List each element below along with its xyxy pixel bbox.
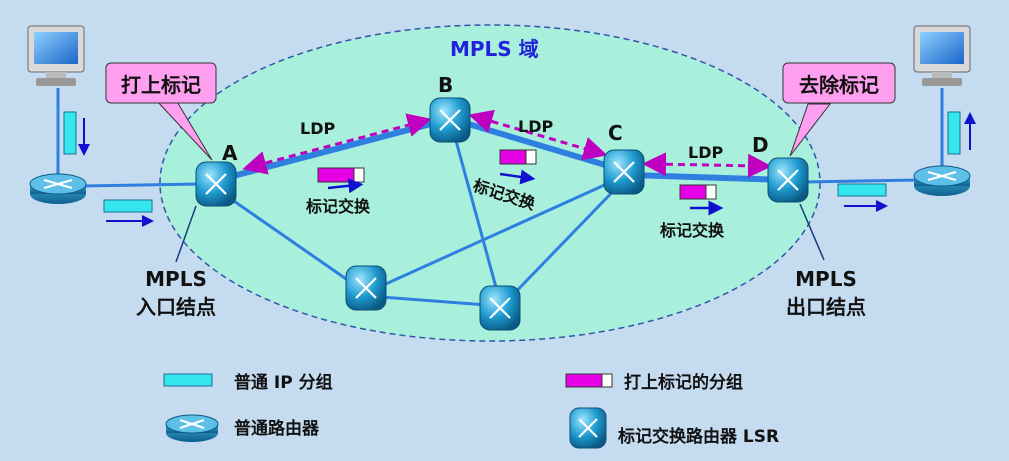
labeled-packet-b-c (499, 149, 537, 185)
link-router-left-a (79, 182, 201, 188)
swap-label-a-b: 标记交换 (305, 197, 371, 216)
egress-label-line1: MPLS (795, 267, 857, 291)
ldp-label-b-c: LDP (518, 117, 553, 136)
ip-packet-left-horizontal (103, 199, 154, 227)
callout-pop-text: 去除标记 (799, 73, 879, 97)
legend-ip-packet-swatch (163, 373, 213, 387)
legend-labeled-packet-swatch (565, 373, 613, 388)
mpls-domain-title: MPLS 域 (450, 37, 539, 61)
ip-packet-right-horizontal (837, 183, 888, 212)
callout-push-box (105, 62, 217, 104)
legend-labeled-packet-label: 打上标记的分组 (624, 372, 743, 393)
legend-router-label: 普通路由器 (234, 418, 320, 439)
router-right-icon (913, 165, 971, 196)
legend-lsr-icon (569, 407, 607, 449)
link-e-c (367, 176, 621, 294)
lsr-e-icon (345, 265, 387, 311)
lsr-b-icon (429, 97, 471, 143)
lsr-c-icon (603, 149, 645, 195)
callout-pop-box (782, 62, 896, 104)
lsr-d-icon (767, 157, 809, 203)
host-right-icon (913, 25, 971, 86)
link-f-c (502, 178, 626, 306)
egress-pointer-line (799, 203, 825, 261)
link-e-f (367, 294, 501, 308)
node-label-d: D (752, 133, 769, 157)
ip-packet-left-vertical (63, 111, 90, 156)
egress-label-line2: 出口结点 (786, 295, 866, 319)
legend-router-icon (165, 414, 219, 442)
ldp-arrow-c-d (642, 152, 772, 178)
router-left-icon (29, 173, 87, 204)
legend-lsr-label: 标记交换路由器 LSR (618, 426, 779, 447)
ldp-label-c-d: LDP (688, 143, 723, 162)
labeled-packet-c-d (679, 184, 724, 216)
node-label-b: B (438, 73, 453, 97)
link-a-e (217, 188, 363, 292)
swap-label-c-d: 标记交换 (659, 221, 725, 240)
lsr-f-icon (479, 285, 521, 331)
ingress-label-line2: 入口结点 (136, 295, 216, 319)
ip-packet-right-vertical (947, 111, 976, 155)
ldp-arrow-b-c (468, 109, 608, 161)
ingress-label-line1: MPLS (145, 267, 207, 291)
legend-ip-packet-label: 普通 IP 分组 (234, 372, 333, 393)
ldp-label-a-b: LDP (300, 119, 335, 138)
labeled-packet-a-b (317, 167, 365, 194)
link-b-f (450, 125, 502, 303)
callout-push-text: 打上标记 (121, 73, 201, 97)
host-left-icon (27, 25, 85, 86)
lsr-a-icon (195, 161, 237, 207)
ldp-arrow-a-b (242, 113, 432, 175)
callout-pop-pointer (789, 103, 832, 157)
node-label-a: A (222, 141, 238, 165)
node-label-c: C (608, 121, 623, 145)
link-d-router-right (803, 178, 921, 184)
ingress-pointer-line (175, 205, 197, 263)
